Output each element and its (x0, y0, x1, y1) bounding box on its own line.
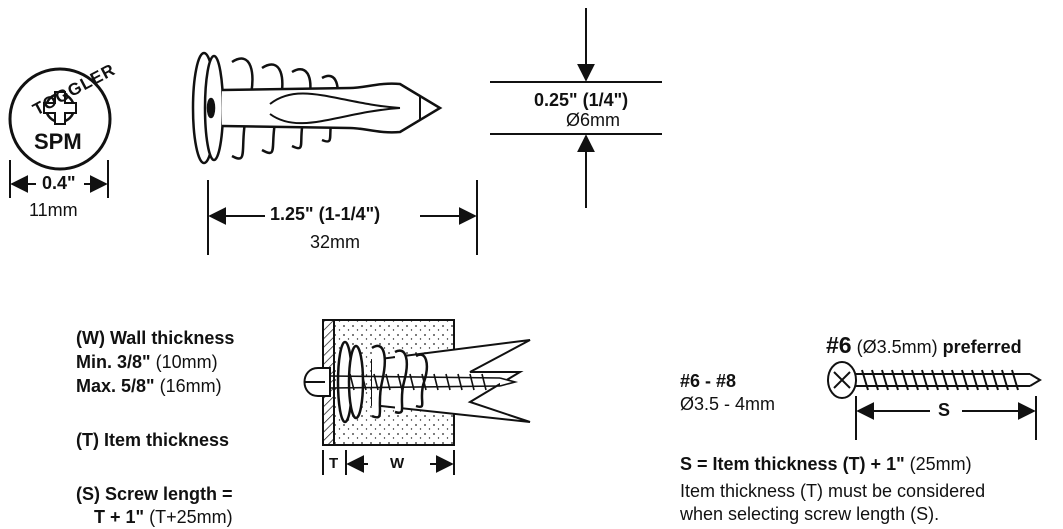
item-title: (T) Item thickness (76, 430, 230, 450)
wall-min-label: Min. 3/8" (76, 352, 151, 372)
screw-icon (827, 361, 1042, 399)
wall-max-label: Max. 5/8" (76, 376, 155, 396)
toggler-logo-icon (8, 67, 112, 171)
length-inch: 1.25" (1-1/4") (270, 204, 381, 224)
head-width-inch: 0.4" (42, 173, 76, 193)
screw-preferred-word: preferred (942, 337, 1022, 357)
wall-title: (W) Wall thickness (76, 328, 235, 348)
note-line2: when selecting screw length (S). (680, 504, 940, 524)
screw-range-mm: Ø3.5 - 4mm (680, 394, 776, 414)
diameter-mm: Ø6mm (566, 110, 620, 130)
formula-mm: (25mm) (909, 454, 972, 474)
dim-w-label: W (390, 455, 405, 472)
screw-preferred-num: #6 (826, 332, 852, 358)
length-mm: 32mm (310, 232, 361, 252)
wall-max-mm: (16mm) (159, 376, 222, 396)
diameter-inch: 0.25" (1/4") (534, 90, 629, 110)
anchor-side-view-icon (191, 51, 443, 165)
screw-range: #6 - #8 (680, 371, 737, 391)
installed-anchor-icon (303, 319, 531, 446)
screw-formula: T + 1" (94, 507, 145, 527)
screw-preferred-mm: (Ø3.5mm) (856, 337, 938, 357)
formula-bold: S = Item thickness (T) + 1" (680, 454, 905, 474)
screw-s-label: S (938, 400, 951, 420)
screw-formula-mm: (T+25mm) (149, 507, 233, 527)
dim-t-label: T (329, 455, 339, 472)
screw-title: (S) Screw length = (76, 484, 233, 504)
note-line1: Item thickness (T) must be considered (680, 481, 986, 501)
logo-model: SPM (34, 129, 82, 154)
wall-min-mm: (10mm) (155, 352, 218, 372)
head-width-mm: 11mm (29, 200, 78, 220)
